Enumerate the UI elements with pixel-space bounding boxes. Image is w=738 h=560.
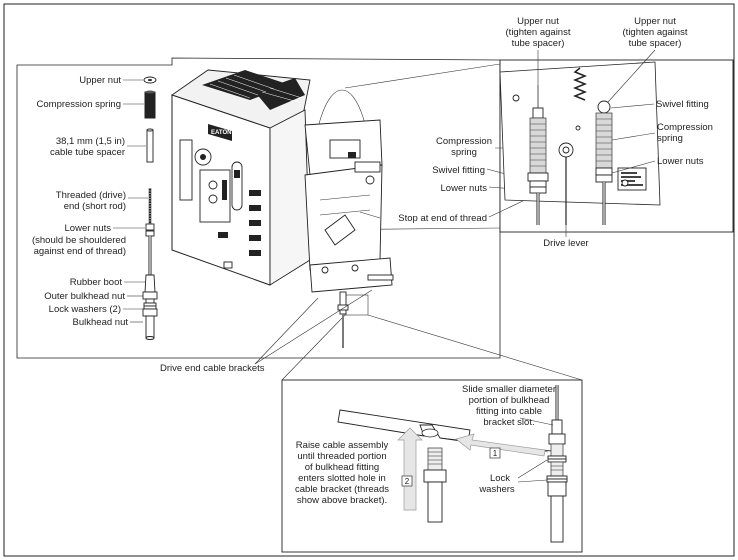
top-right-detail: Upper nut (tighten against tube spacer) … [499, 16, 713, 225]
label-lock-washers: Lock washers (2) [49, 304, 121, 315]
label-drive-end-cable-brackets: Drive end cable brackets [160, 363, 265, 374]
label-spacer-1: 38,1 mm (1,5 in) [56, 136, 125, 147]
label-raise-4: enters slotted hole in [298, 473, 386, 484]
label-raise-5: cable bracket (threads [295, 484, 389, 495]
label-lower-nuts-1: Lower nuts [65, 223, 112, 234]
bottom-left-fitting [423, 447, 447, 523]
label-lock: Lock [490, 473, 510, 484]
label-compression-spring: Compression spring [37, 99, 121, 110]
rubber-boot-part [144, 274, 156, 293]
label-threaded-end-1: Threaded (drive) [56, 190, 126, 201]
label-slide-4: bracket slot. [483, 417, 534, 428]
compression-spring-part [144, 90, 156, 119]
label-raise-6: show above bracket). [297, 495, 387, 506]
label-compression-spring-2: spring [451, 147, 477, 158]
tube-spacer-part [146, 128, 154, 163]
left-labels: Upper nut Compression spring 38,1 mm (1,… [32, 75, 128, 328]
label-raise-1: Raise cable assembly [296, 440, 389, 451]
label-swivel-fitting-center: Swivel fitting [432, 165, 485, 176]
label-rubber-boot: Rubber boot [70, 277, 123, 288]
drive-mechanism [304, 119, 394, 348]
label-stop-at-end-of-thread: Stop at end of thread [398, 213, 487, 224]
tr-compression-spring-1: Compression [657, 122, 713, 133]
label-lower-nuts-center: Lower nuts [441, 183, 488, 194]
label-spacer-2: cable tube spacer [50, 147, 125, 158]
bulkhead-fitting-part [142, 291, 158, 340]
step-1-marker: 1 [493, 449, 498, 458]
label-compression-spring-1: Compression [436, 136, 492, 147]
step-2-marker: 2 [405, 477, 410, 486]
tr-upper-nut-a-2: (tighten against [506, 27, 571, 38]
step-2-arrow: 2 [397, 427, 423, 511]
step-1-arrow: 1 [455, 433, 546, 459]
label-washers: washers [478, 484, 515, 495]
label-lower-nuts-2: (should be shouldered [32, 235, 126, 246]
tr-upper-nut-b-2: (tighten against [623, 27, 688, 38]
label-slide-3: fitting into cable [476, 406, 542, 417]
label-drive-lever: Drive lever [543, 238, 588, 249]
bottom-detail: 2 1 [295, 384, 568, 543]
label-outer-bulkhead-nut: Outer bulkhead nut [44, 291, 125, 302]
label-raise-2: until threaded portion [297, 451, 386, 462]
label-lower-nuts-3: against end of thread) [34, 246, 126, 257]
label-raise-3: of bulkhead fitting [305, 462, 379, 473]
upper-nut-part [143, 76, 157, 84]
label-bulkhead-nut: Bulkhead nut [73, 317, 129, 328]
tr-compression-spring-2: spring [657, 133, 683, 144]
bottom-right-fitting [546, 385, 568, 543]
tr-upper-nut-b-3: tube spacer) [629, 38, 682, 49]
threaded-rod-part [145, 188, 155, 237]
parts-stack [142, 76, 158, 340]
label-threaded-end-2: end (short rod) [64, 201, 126, 212]
tr-swivel-fitting: Swivel fitting [656, 99, 709, 110]
tr-upper-nut-a-1: Upper nut [517, 16, 559, 27]
label-slide-1: Slide smaller diameter [462, 384, 556, 395]
tr-upper-nut-b-1: Upper nut [634, 16, 676, 27]
left-leaders [113, 79, 148, 323]
circuit-breaker: EATON [171, 69, 311, 286]
breaker-brand-label: EATON [211, 130, 231, 136]
tr-lower-nuts: Lower nuts [657, 156, 704, 167]
right-fitting-assembly [595, 100, 613, 225]
label-upper-nut: Upper nut [79, 75, 121, 86]
label-slide-2: portion of bulkhead [469, 395, 550, 406]
tr-upper-nut-a-3: tube spacer) [512, 38, 565, 49]
outer-frame [3, 3, 735, 557]
